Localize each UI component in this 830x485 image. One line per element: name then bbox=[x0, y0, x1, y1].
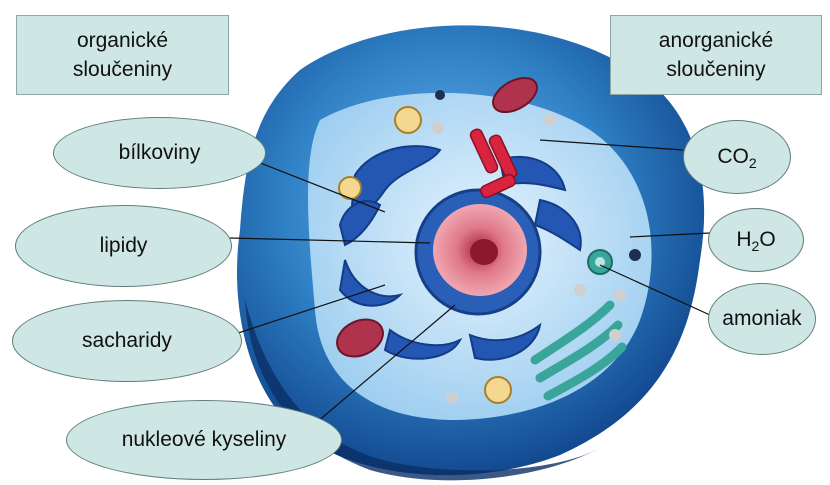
label-bilkoviny-text: bílkoviny bbox=[119, 141, 201, 165]
label-sacharidy-text: sacharidy bbox=[82, 329, 172, 353]
nucleolus bbox=[470, 239, 498, 265]
organic-compounds-box: organické sloučeniny bbox=[16, 15, 229, 95]
label-amoniak-text: amoniak bbox=[722, 307, 801, 331]
organic-line-2: sloučeniny bbox=[73, 55, 172, 84]
label-amoniak: amoniak bbox=[708, 283, 816, 355]
label-lipidy-text: lipidy bbox=[100, 234, 148, 258]
label-nukleove-kyseliny-text: nukleové kyseliny bbox=[122, 428, 287, 452]
label-co2-text: CO2 bbox=[717, 145, 756, 169]
organic-line-1: organické bbox=[73, 26, 172, 55]
inorganic-line-2: sloučeniny bbox=[659, 55, 773, 84]
inorganic-line-1: anorganické bbox=[659, 26, 773, 55]
inorganic-compounds-box: anorganické sloučeniny bbox=[610, 15, 822, 95]
label-h2o-text: H2O bbox=[736, 228, 775, 252]
label-co2: CO2 bbox=[683, 120, 791, 194]
label-bilkoviny: bílkoviny bbox=[53, 117, 266, 189]
label-h2o: H2O bbox=[708, 208, 804, 272]
label-nukleove-kyseliny: nukleové kyseliny bbox=[66, 400, 342, 480]
label-lipidy: lipidy bbox=[15, 205, 232, 287]
label-sacharidy: sacharidy bbox=[12, 300, 242, 382]
